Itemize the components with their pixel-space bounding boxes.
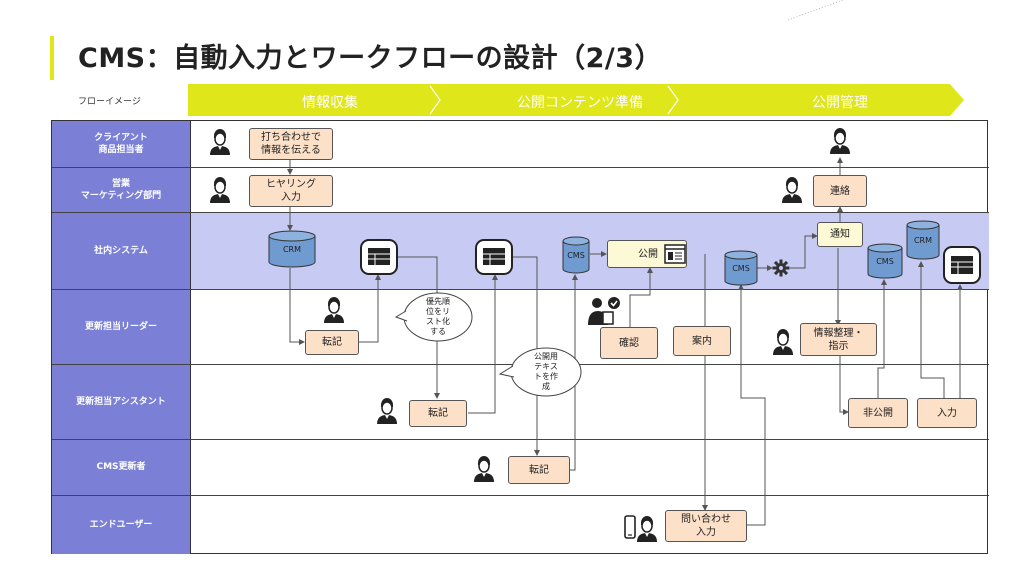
person-icon — [210, 177, 230, 203]
callout-bubble-text — [498, 347, 582, 397]
lane-end-user: エンドユーザー — [52, 496, 989, 554]
person-icon — [324, 297, 344, 323]
lane-sales: 営業 マーケティング部門 — [52, 168, 989, 213]
database-label: CMS — [732, 264, 750, 274]
smartphone-icon — [624, 515, 636, 539]
database-cms-3: CMS — [867, 243, 903, 279]
phase-2: 公開コンテンツ準備 — [517, 95, 643, 111]
swimlane-table: クライアント 商品担当者 営業 マーケティング部門 社内システム 更新担当リーダ… — [51, 120, 989, 554]
task-notify: 通知 — [817, 222, 863, 247]
database-icon — [724, 250, 758, 286]
lane-label: 更新担当リーダー — [52, 290, 191, 364]
phase-label: フローイメージ — [78, 97, 141, 107]
phase-3: 公開管理 — [812, 95, 868, 111]
database-icon — [906, 220, 940, 260]
database-label: CMS — [567, 251, 585, 261]
task-organize-instruct: 情報整理・ 指示 — [800, 323, 877, 356]
task-inquiry-input: 問い合わせ 入力 — [665, 510, 747, 542]
phase-arrow-bar — [188, 84, 964, 116]
task-assistant-transcribe: 転記 — [409, 400, 467, 427]
callout-text-content: 公開用 テキス トを作 成 — [534, 352, 558, 391]
database-label: CRM — [282, 245, 302, 255]
person-icon — [830, 128, 850, 154]
browser-icon — [664, 244, 686, 264]
lane-label: 営業 マーケティング部門 — [52, 168, 191, 212]
database-icon — [562, 236, 590, 274]
task-guide: 案内 — [673, 326, 731, 356]
page-title: CMS：自動入力とワークフローの設計（2/3） — [78, 43, 663, 74]
database-crm-2: CRM — [906, 220, 940, 260]
task-unpublish: 非公開 — [848, 398, 908, 428]
decorative-dotted-line — [788, 0, 844, 21]
task-leader-transcribe: 転記 — [305, 330, 359, 355]
database-label: CMS — [876, 257, 894, 267]
task-input: 入力 — [917, 398, 977, 428]
person-icon — [377, 398, 397, 424]
callout-bubble-priority — [394, 292, 473, 342]
task-client-request: 打ち合わせで 情報を伝える — [249, 128, 333, 160]
database-icon — [867, 243, 903, 279]
phase-arrow-bg — [188, 84, 964, 116]
callout-priority-text: 優先順 位をリ スト化 する — [426, 297, 450, 336]
gear-icon — [772, 259, 790, 277]
table-icon — [943, 246, 981, 284]
database-icon — [268, 230, 316, 268]
person-icon — [210, 129, 230, 155]
phase-1: 情報収集 — [302, 95, 358, 111]
lane-cms-updater: CMS更新者 — [52, 440, 989, 496]
table-icon — [475, 239, 513, 275]
person-icon — [782, 177, 802, 203]
lane-label: CMS更新者 — [52, 440, 191, 495]
phase-divider-2 — [667, 85, 679, 115]
task-cms-transcribe: 転記 — [508, 456, 570, 484]
phase-divider-1 — [429, 85, 441, 115]
table-icon — [360, 239, 398, 275]
task-confirm: 確認 — [600, 327, 658, 359]
publish-label: 公開 — [638, 248, 658, 260]
database-cms-1: CMS — [562, 236, 590, 274]
person-icon — [474, 456, 494, 482]
checklist-icon — [588, 297, 620, 325]
task-contact: 連絡 — [813, 175, 867, 207]
database-crm-1: CRM — [268, 230, 316, 268]
person-icon — [773, 329, 793, 355]
lane-label: 社内システム — [52, 213, 191, 289]
lane-label: 更新担当アシスタント — [52, 365, 191, 439]
lane-label: エンドユーザー — [52, 496, 191, 554]
database-label: CRM — [913, 236, 933, 245]
lane-label: クライアント 商品担当者 — [52, 121, 191, 167]
person-icon — [637, 516, 657, 542]
title-accent-bar — [50, 36, 54, 80]
database-cms-2: CMS — [724, 250, 758, 286]
lane-client: クライアント 商品担当者 — [52, 121, 989, 168]
task-hearing-input: ヒヤリング 入力 — [249, 175, 333, 207]
